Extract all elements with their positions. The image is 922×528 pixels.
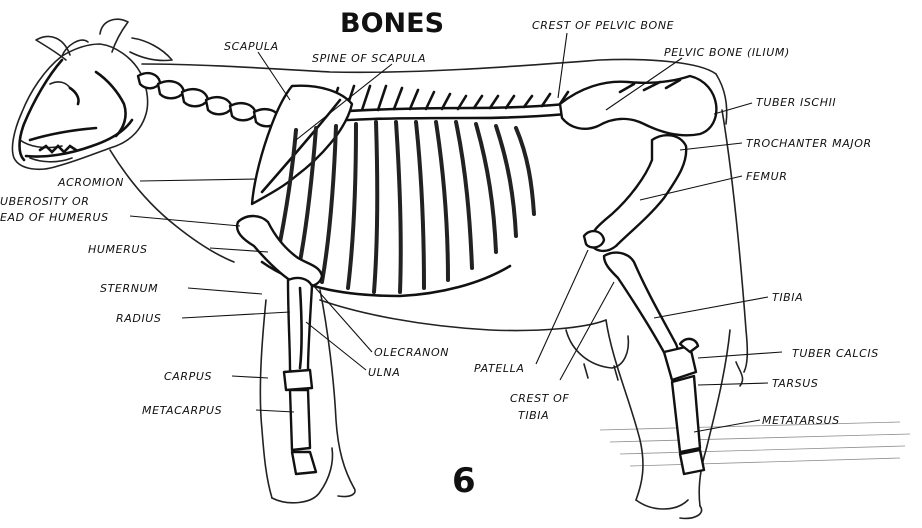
leader-tibia	[654, 297, 768, 318]
leader-scapula	[258, 52, 290, 100]
humerus-bone	[237, 216, 322, 287]
label-radius: RADIUS	[116, 312, 162, 325]
cow-outline	[12, 19, 910, 518]
label-pelvic-bone: PELVIC BONE (ILIUM)	[664, 46, 790, 59]
label-tarsus: TARSUS	[772, 377, 819, 390]
leader-crest-of-tibia	[560, 282, 614, 380]
leader-carpus	[232, 376, 268, 378]
leader-tarsus	[698, 383, 768, 385]
leader-tuber-ischii	[714, 103, 752, 114]
label-tibia-2: TIBIA	[518, 409, 549, 422]
label-sternum: STERNUM	[100, 282, 158, 295]
labels: BONES SCAPULA SPINE OF SCAPULA CREST OF …	[0, 8, 879, 501]
leader-acromion	[140, 179, 256, 181]
leader-ulna	[306, 322, 366, 370]
skeleton	[20, 60, 717, 474]
label-tibia: TIBIA	[772, 291, 803, 304]
label-metacarpus: METACARPUS	[142, 404, 222, 417]
leader-radius	[182, 312, 290, 318]
label-tuber-ischii: TUBER ISCHII	[756, 96, 836, 109]
label-head-of-humerus: EAD OF HUMERUS	[0, 211, 109, 224]
leader-head-of-humerus	[130, 216, 240, 226]
leader-trochanter-major	[680, 143, 742, 150]
diagram-title: BONES	[340, 8, 444, 39]
label-crest-of: CREST OF	[510, 392, 569, 405]
label-metatarsus: METATARSUS	[762, 414, 840, 427]
leader-sternum	[188, 288, 262, 294]
leader-patella	[536, 250, 588, 364]
leader-metacarpus	[256, 410, 294, 412]
pelvic-bone	[560, 76, 716, 135]
label-acromion: ACROMION	[57, 176, 124, 189]
label-carpus: CARPUS	[164, 370, 212, 383]
leader-tuber-calcis	[698, 352, 782, 358]
label-spine-of-scapula: SPINE OF SCAPULA	[312, 52, 426, 65]
label-crest-of-pelvic-bone: CREST OF PELVIC BONE	[532, 19, 674, 32]
label-ulna: ULNA	[368, 366, 400, 379]
label-scapula: SCAPULA	[224, 40, 279, 53]
tibia-bone	[604, 253, 677, 357]
label-tuber-calcis: TUBER CALCIS	[792, 347, 879, 360]
leader-crest-of-pelvic-bone	[558, 33, 567, 98]
label-humerus: HUMERUS	[88, 243, 148, 256]
label-patella: PATELLA	[474, 362, 524, 375]
cervical-vertebrae	[138, 73, 280, 126]
page-number: 6	[452, 461, 476, 501]
label-tuberosity-or: UBEROSITY OR	[0, 195, 90, 208]
label-trochanter-major: TROCHANTER MAJOR	[746, 137, 872, 150]
label-olecranon: OLECRANON	[374, 346, 449, 359]
label-femur: FEMUR	[746, 170, 787, 183]
